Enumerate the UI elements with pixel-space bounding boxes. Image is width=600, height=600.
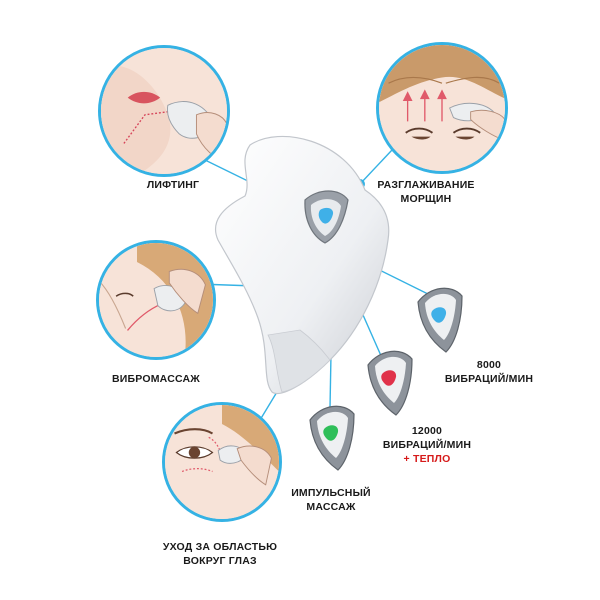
label-lifting: ЛИФТИНГ bbox=[146, 179, 200, 191]
illustration-eyes bbox=[162, 402, 282, 522]
label-mode-blue: 8000 ВИБРАЦИЙ/МИН bbox=[444, 359, 534, 385]
illustration-wrinkles bbox=[376, 42, 508, 174]
label-vibro: ВИБРОМАССАЖ bbox=[112, 373, 200, 385]
connector-wrinkles bbox=[359, 149, 393, 185]
label-mode-green: ИМПУЛЬСНЫЙ МАССАЖ bbox=[291, 487, 371, 513]
mode-paddle-red bbox=[367, 350, 413, 416]
label-wrinkles: РАЗГЛАЖИВАНИЕ МОРЩИН bbox=[377, 179, 475, 205]
mode-paddle-green bbox=[309, 405, 355, 471]
illustration-vibro bbox=[96, 240, 216, 360]
mode-paddle-blue bbox=[417, 287, 463, 353]
green-light-icon bbox=[323, 425, 339, 441]
label-mode-red: 12000 ВИБРАЦИЙ/МИН + ТЕПЛО bbox=[372, 424, 482, 466]
heat-badge: + ТЕПЛО bbox=[403, 453, 451, 465]
illustration-lifting bbox=[98, 45, 230, 177]
red-light-icon bbox=[381, 370, 397, 386]
label-eyes: УХОД ЗА ОБЛАСТЬЮ ВОКРУГ ГЛАЗ bbox=[162, 541, 278, 567]
blue-light-icon bbox=[431, 307, 447, 323]
